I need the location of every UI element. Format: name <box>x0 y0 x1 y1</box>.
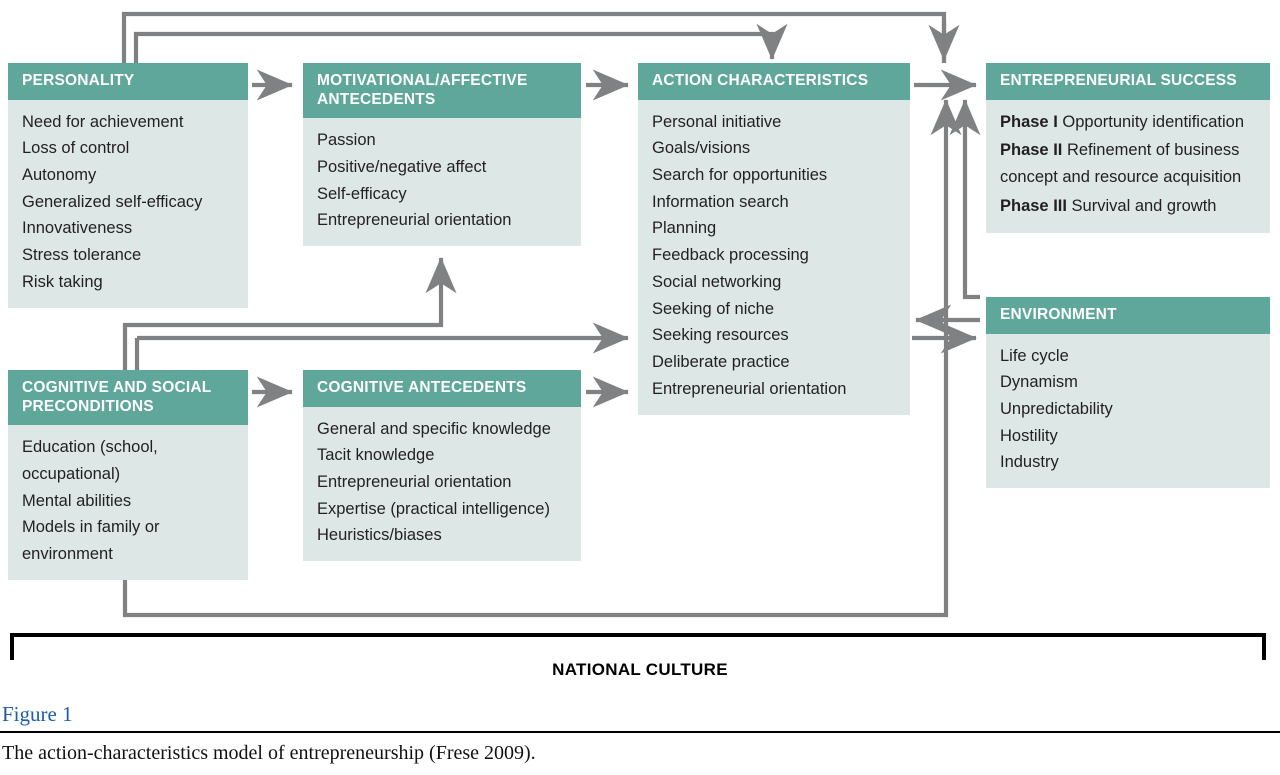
list-item: Mental abilities <box>22 491 132 510</box>
box-cognitive-antecedents-body: General and specific knowledge Tacit kno… <box>303 407 581 562</box>
list-item: Stress tolerance <box>22 246 142 265</box>
list-item: Dynamism <box>1000 373 1078 392</box>
list-item: Information search <box>652 192 789 211</box>
list-item: Planning <box>652 219 717 238</box>
caption-divider <box>0 731 1280 733</box>
list-item: Entrepreneurial orientation <box>317 473 512 492</box>
list-item: Risk taking <box>22 272 103 291</box>
list-item: Expertise (practical intelligence) <box>317 499 550 518</box>
box-motivational-affective-antecedents[interactable]: MOTIVATIONAL/AFFECTIVE ANTECEDENTS Passi… <box>303 63 581 247</box>
box-cognitive-preconditions-body: Education (school, occupational) Mental … <box>8 425 248 580</box>
figure-caption-block: Figure 1 The action-characteristics mode… <box>0 702 1280 765</box>
box-cognitive-antecedents-title: COGNITIVE ANTECEDENTS <box>303 370 581 407</box>
arrow-success-feedback-to-personality <box>121 11 947 63</box>
list-item: Generalized self-efficacy <box>22 192 203 211</box>
arrow-precond-to-motivational <box>122 257 457 370</box>
list-item: Social networking <box>652 272 782 291</box>
list-item: Seeking resources <box>652 326 789 345</box>
list-item: Autonomy <box>22 166 97 185</box>
list-item: Models in family or environment <box>22 518 160 564</box>
list-item: Passion <box>317 131 376 150</box>
box-action-title: ACTION CHARACTERISTICS <box>638 63 910 100</box>
phase-text: Survival and growth <box>1071 196 1217 215</box>
figure-caption-text: The action-characteristics model of entr… <box>2 742 536 764</box>
list-item: Heuristics/biases <box>317 526 442 545</box>
list-item: General and specific knowledge <box>317 419 551 438</box>
box-action-body: Personal initiative Goals/visions Search… <box>638 100 910 415</box>
list-item: Innovativeness <box>22 219 133 238</box>
box-personality-title: PERSONALITY <box>8 63 248 100</box>
list-item: Loss of control <box>22 139 130 158</box>
list-item: Tacit knowledge <box>317 446 435 465</box>
arrow-precond-bottom-loop-to-success <box>122 99 962 618</box>
list-item: Positive/negative affect <box>317 157 487 176</box>
arrow-environment-to-success <box>949 99 981 300</box>
list-item: Need for achievement <box>22 112 184 131</box>
list-item: Personal initiative <box>652 112 782 131</box>
box-entrepreneurial-success[interactable]: ENTREPRENEURIAL SUCCESS Phase I Opportun… <box>986 63 1270 234</box>
national-culture-bracket <box>10 633 1266 660</box>
box-success-title: ENTREPRENEURIAL SUCCESS <box>986 63 1270 100</box>
box-environment-title: ENVIRONMENT <box>986 297 1270 334</box>
figure-label[interactable]: Figure 1 <box>2 702 73 726</box>
phase-item: Phase I Opportunity identification <box>1000 109 1258 136</box>
box-success-body: Phase I Opportunity identification Phase… <box>986 100 1270 234</box>
phase-item: Phase II Refinement of business concept … <box>1000 137 1258 190</box>
list-item: Hostility <box>1000 426 1058 445</box>
list-item: Industry <box>1000 453 1059 472</box>
box-environment-body: Life cycle Dynamism Unpredictability Hos… <box>986 334 1270 489</box>
list-item: Seeking of niche <box>652 299 775 318</box>
box-personality[interactable]: PERSONALITY Need for achievement Loss of… <box>8 63 248 308</box>
phase-text: Refinement of business concept and resou… <box>1000 141 1242 187</box>
box-cognitive-and-social-preconditions[interactable]: COGNITIVE AND SOCIAL PRECONDITIONS Educa… <box>8 370 248 580</box>
list-item: Education (school, occupational) <box>22 438 158 483</box>
list-item: Feedback processing <box>652 246 809 265</box>
box-motivational-title: MOTIVATIONAL/AFFECTIVE ANTECEDENTS <box>303 63 581 119</box>
list-item: Deliberate practice <box>652 353 790 372</box>
list-item: Self-efficacy <box>317 184 407 203</box>
phase-name: Phase III <box>1000 196 1067 215</box>
list-item: Search for opportunities <box>652 166 828 185</box>
phase-name: Phase II <box>1000 141 1063 160</box>
box-motivational-body: Passion Positive/negative affect Self-ef… <box>303 118 581 246</box>
phase-name: Phase I <box>1000 112 1058 131</box>
list-item: Goals/visions <box>652 139 751 158</box>
box-cognitive-antecedents[interactable]: COGNITIVE ANTECEDENTS General and specif… <box>303 370 581 562</box>
list-item: Life cycle <box>1000 346 1069 365</box>
box-action-characteristics[interactable]: ACTION CHARACTERISTICS Personal initiati… <box>638 63 910 415</box>
list-item: Unpredictability <box>1000 400 1113 419</box>
phase-item: Phase III Survival and growth <box>1000 193 1258 220</box>
phase-text: Opportunity identification <box>1062 112 1244 131</box>
list-item: Entrepreneurial orientation <box>317 211 512 230</box>
list-item: Entrepreneurial orientation <box>652 379 847 398</box>
box-cognitive-preconditions-title: COGNITIVE AND SOCIAL PRECONDITIONS <box>8 370 248 426</box>
national-culture-label: NATIONAL CULTURE <box>552 660 728 679</box>
arrow-success-feedback-to-action <box>133 23 788 63</box>
box-environment[interactable]: ENVIRONMENT Life cycle Dynamism Unpredic… <box>986 297 1270 489</box>
box-personality-body: Need for achievement Loss of control Aut… <box>8 100 248 308</box>
